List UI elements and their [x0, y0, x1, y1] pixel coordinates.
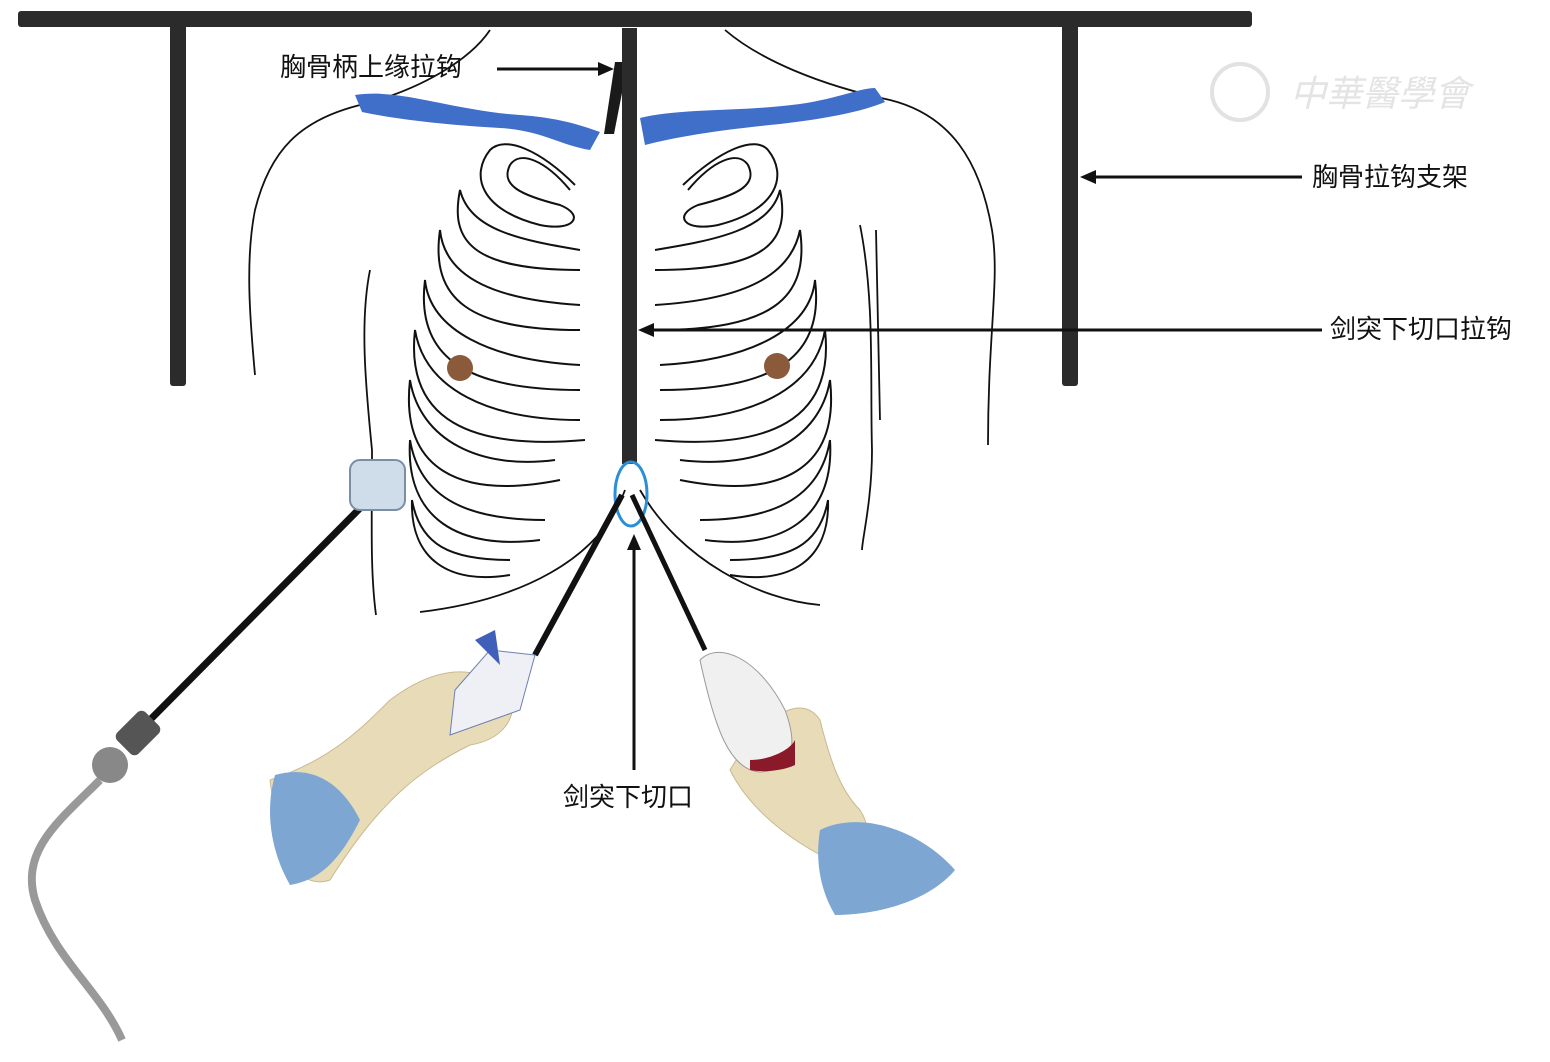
watermark-text: 中華醫學會 [1290, 74, 1475, 115]
arrow-head-icon [638, 323, 654, 337]
arrow-head-icon [598, 62, 614, 76]
left-instrument [269, 493, 625, 885]
right-clavicle [640, 88, 885, 145]
label-text: 胸骨拉钩支架 [1312, 163, 1468, 193]
label-text: 剑突下切口拉钩 [1330, 315, 1512, 345]
watermark-seal-icon [1210, 62, 1270, 122]
thoracoscope [27, 459, 406, 1042]
sternal-retractor-frame [18, 11, 1252, 386]
arrow-head-icon [627, 534, 641, 550]
torso-outline [248, 29, 996, 616]
label-manubrium-retractor: 胸骨柄上缘拉钩 [280, 53, 614, 83]
arrow-head-icon [1080, 170, 1096, 184]
right-instrument [629, 493, 955, 915]
watermark: 中華醫學會 [1210, 62, 1475, 122]
left-clavicle [355, 93, 600, 150]
right-nipple [764, 353, 790, 379]
subxiphoid-incision-retractor [622, 28, 637, 464]
subxiphoid-incision-mark [613, 460, 649, 528]
label-subxiphoid-incision: 剑突下切口 [563, 534, 693, 813]
label-text: 胸骨柄上缘拉钩 [280, 53, 462, 83]
label-subxiphoid-incision-retractor: 剑突下切口拉钩 [638, 315, 1512, 345]
left-nipple [447, 355, 473, 381]
label-sternal-retractor-frame: 胸骨拉钩支架 [1080, 163, 1468, 193]
label-text: 剑突下切口 [563, 783, 693, 813]
